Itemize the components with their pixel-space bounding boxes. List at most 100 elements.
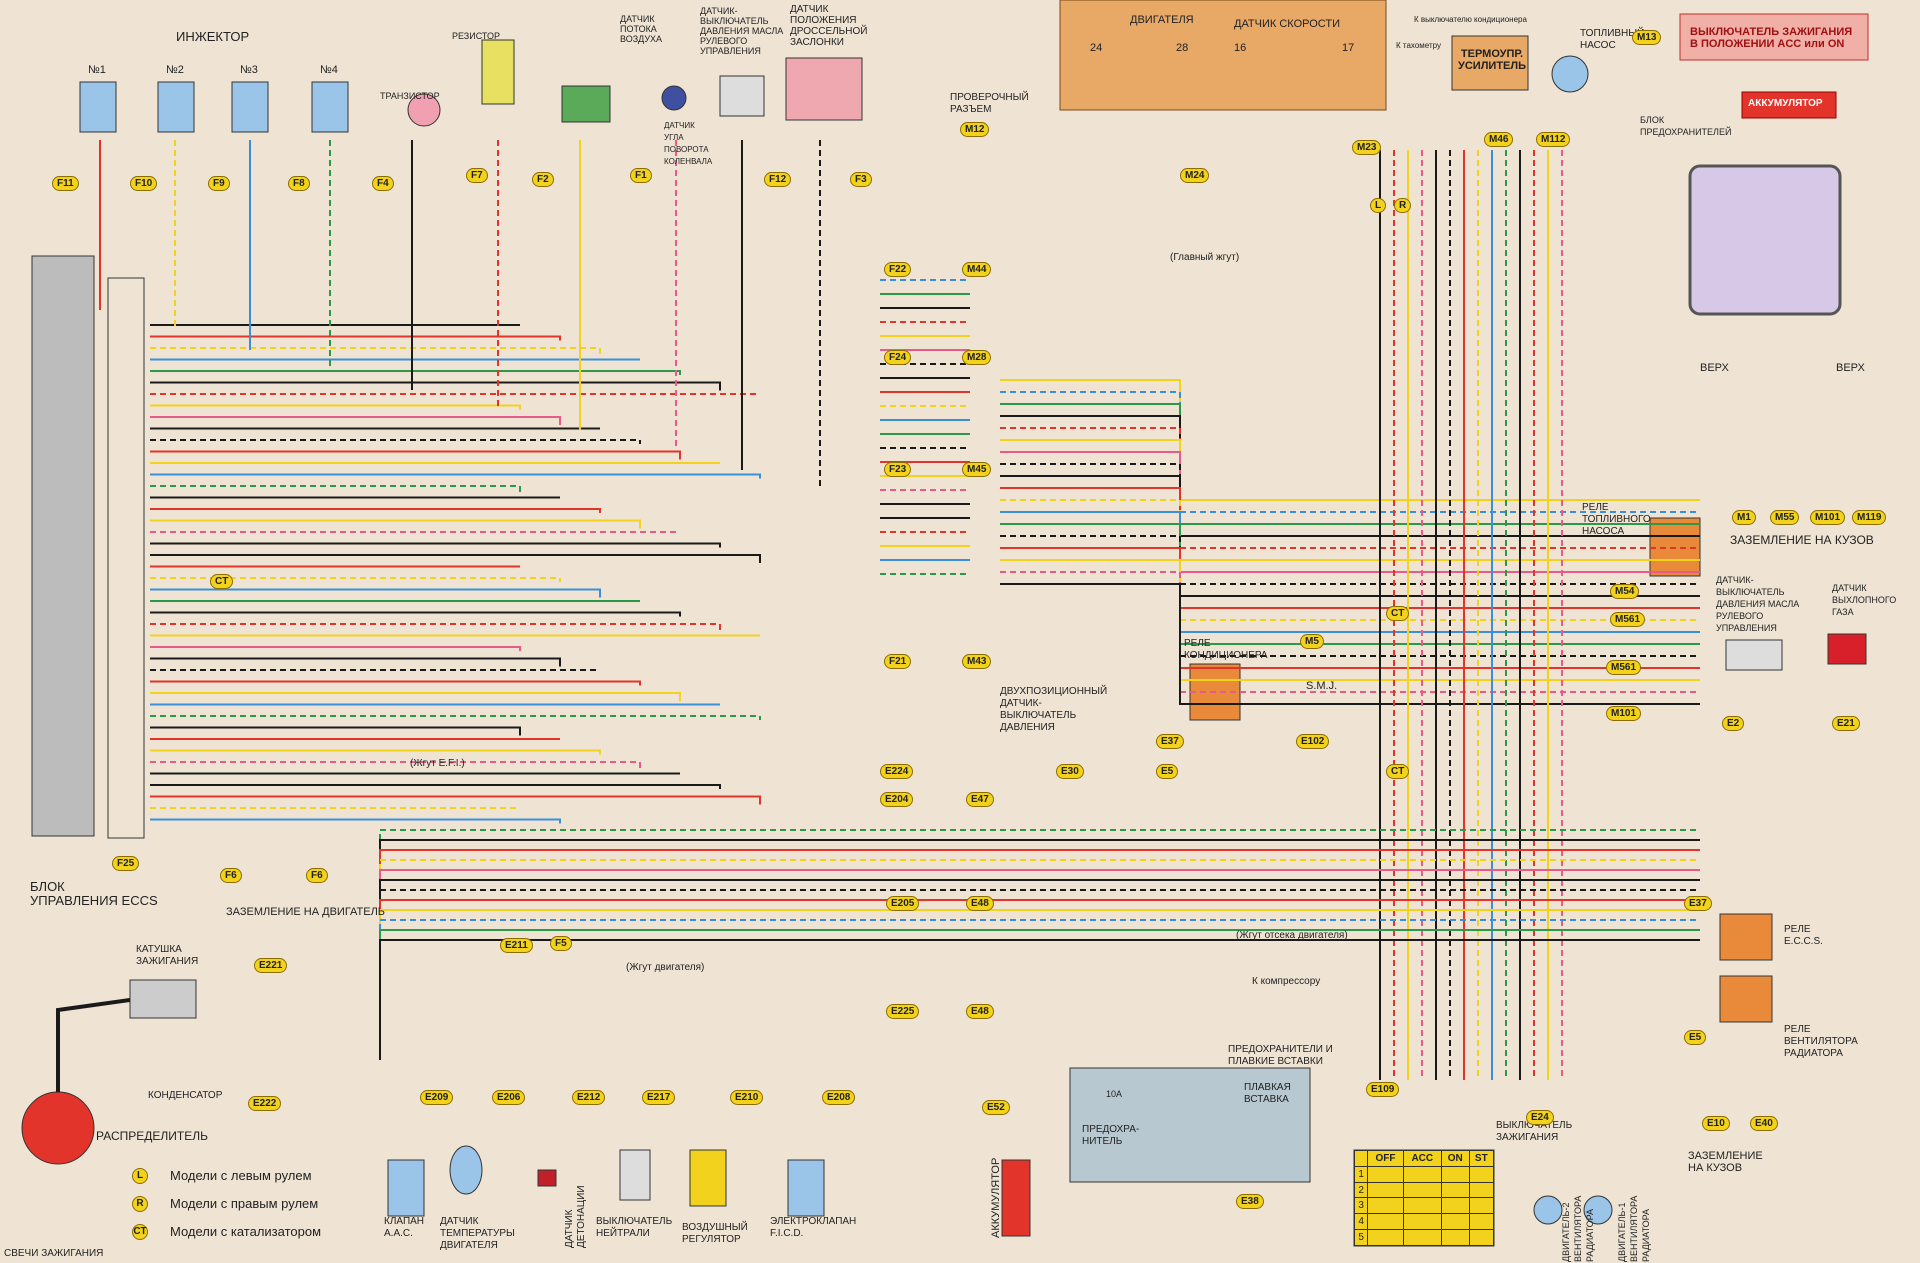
battery-top-label: АККУМУЛЯТОР	[1748, 98, 1823, 109]
wire-h-35	[150, 726, 521, 736]
wire-h-20	[150, 554, 761, 563]
aac-shape	[387, 1159, 425, 1217]
wire-h-5	[150, 381, 721, 391]
eccs-connector-right	[107, 277, 145, 839]
legend-r-text: Модели с правым рулем	[170, 1196, 319, 1211]
throttle-label: ДАТЧИК ПОЛОЖЕНИЯ ДРОССЕЛЬНОЙ ЗАСЛОНКИ	[790, 4, 868, 48]
wire-low-8	[379, 909, 1700, 1030]
wire-h-26	[150, 623, 721, 632]
throttle-shape	[785, 57, 863, 121]
injector-2-shape	[157, 81, 195, 133]
rpm-speed-box	[1059, 0, 1387, 111]
connector-tag-e38: E38	[1236, 1194, 1264, 1209]
connector-tag-f2: F2	[532, 172, 554, 187]
battery-bottom-shape	[1001, 1159, 1031, 1237]
connector-tag-f23: F23	[884, 462, 912, 477]
fan-relay-label: РЕЛЕ ВЕНТИЛЯТОРА РАДИАТОРА	[1784, 1024, 1858, 1059]
air-reg-label: ВОЗДУШНЫЙ РЕГУЛЯТОР	[682, 1222, 748, 1245]
connector-tag-e221: E221	[254, 958, 288, 973]
thermo-shape	[1451, 35, 1529, 91]
connector-tag-e102: E102	[1296, 734, 1330, 749]
connector-tag-f3: F3	[850, 172, 872, 187]
fan-relay-shape	[1719, 975, 1773, 1023]
airflow-shape	[561, 85, 611, 123]
pressure-switch-label: ДАТЧИК- ВЫКЛЮЧАТЕЛЬ ДАВЛЕНИЯ МАСЛА РУЛЕВ…	[700, 6, 784, 56]
eccs-connector-left	[31, 255, 95, 837]
temp-label: ДАТЧИК ТЕМПЕРАТУРЫ ДВИГАТЕЛЯ	[440, 1216, 515, 1251]
connector-tag-e21: E21	[1832, 716, 1860, 731]
coil-shape	[129, 979, 197, 1019]
injector-1-label: №1	[88, 64, 106, 76]
connector-tag-m46: M46	[1484, 132, 1514, 147]
fan-motor2-shape	[1533, 1195, 1563, 1225]
connector-tag-e37: E37	[1156, 734, 1184, 749]
wire-h-11	[150, 450, 681, 460]
connector-tag-e208: E208	[822, 1090, 856, 1105]
battery-bottom-label: АККУМУЛЯТОР	[990, 1157, 1002, 1238]
connector-tag-m13: M13	[1632, 30, 1662, 45]
rpm-n2: 28	[1176, 42, 1189, 54]
wire-low-11	[379, 939, 1700, 1060]
fan-motor1-shape	[1583, 1195, 1613, 1225]
connector-tag-f12: F12	[764, 172, 792, 187]
rpm-n1: 24	[1090, 42, 1103, 54]
wire-h-23	[150, 588, 601, 598]
injector-2-label: №2	[166, 64, 184, 76]
connector-tag-m23: M23	[1352, 140, 1382, 155]
eccs-block-label: БЛОК УПРАВЛЕНИЯ ECCS	[30, 879, 158, 908]
pressure-switch-shape	[719, 75, 765, 117]
to-compressor-label: К компрессору	[1252, 976, 1321, 987]
legend-ct-text: Модели с катализатором	[170, 1224, 322, 1239]
wire-bundle	[56, 140, 1700, 1092]
resistor-label: РЕЗИСТОР	[452, 31, 501, 41]
ign-switch-label: ВЫКЛЮЧАТЕЛЬ ЗАЖИГАНИЯ	[1496, 1120, 1573, 1143]
speed-label: ДАТЧИК СКОРОСТИ	[1234, 18, 1340, 30]
wire-h-1	[150, 335, 561, 341]
speed-n4: 17	[1342, 42, 1355, 54]
wire-right-17	[1000, 583, 1700, 705]
connector-tag-m1: M1	[1732, 510, 1756, 525]
spark-plugs-label: СВЕЧИ ЗАЖИГАНИЯ	[4, 1248, 104, 1259]
connector-tag-e224: E224	[880, 764, 914, 779]
connector-tag-m54: M54	[1610, 584, 1640, 599]
to-ac-switch-label: К выключателю кондиционера	[1414, 15, 1527, 24]
connector-tag-m5: M5	[1300, 634, 1324, 649]
check-conn-label: ПРОВЕРОЧНЫЙ РАЗЪЕМ	[950, 92, 1029, 115]
fuses-box-shape	[1069, 1067, 1311, 1183]
fan-motor2-label: ДВИГАТЕЛЬ-2 ВЕНТИЛЯТОРА РАДИАТОРА	[1561, 1195, 1595, 1262]
distributor-shape	[21, 1091, 95, 1165]
connector-tag-m28: M28	[962, 350, 992, 365]
neutral-label: ВЫКЛЮЧАТЕЛЬ НЕЙТРАЛИ	[596, 1216, 673, 1239]
connector-tag-e222: E222	[248, 1096, 282, 1111]
connector-tag-e24: E24	[1526, 1110, 1554, 1125]
ground-body-label: ЗАЗЕМЛЕНИЕ НА КУЗОВ	[1730, 533, 1874, 547]
wire-distributor	[56, 998, 131, 1092]
connector-tag-m112: M112	[1536, 132, 1571, 147]
connector-tag-f7: F7	[466, 168, 488, 183]
wire-h-34	[150, 715, 761, 720]
connector-tag-f22: F22	[884, 262, 912, 277]
wire-h-28	[150, 646, 521, 651]
to-tacho-label: К тахометру	[1396, 41, 1441, 50]
air-reg-shape	[689, 1149, 727, 1207]
connector-tag-e212: E212	[572, 1090, 606, 1105]
connector-tag-ct2: CT	[1386, 606, 1410, 621]
legend-l-text: Модели с левым рулем	[170, 1168, 312, 1183]
connector-tag-m12: M12	[960, 122, 990, 137]
neutral-shape	[619, 1149, 651, 1201]
exhaust-sensor-label: ДАТЧИК ВЫХЛОПНОГО ГАЗА	[1832, 583, 1897, 617]
wire-h-17	[150, 519, 641, 529]
connector-tag-f25: F25	[112, 856, 140, 871]
efi-harness-label: (Жгут E.F.I.)	[410, 758, 465, 769]
ground-body2-label: ЗАЗЕМЛЕНИЕ НА КУЗОВ	[1688, 1150, 1763, 1174]
aac-label: КЛАПАН A.A.C.	[384, 1216, 425, 1239]
wire-low-10	[379, 929, 1700, 1050]
fuel-pump-label: ТОПЛИВНЫЙ НАСОС	[1580, 28, 1645, 51]
dual-pressure-label: ДВУХПОЗИЦИОННЫЙ ДАТЧИК- ВЫКЛЮЧАТЕЛЬ ДАВЛ…	[1000, 686, 1108, 733]
wire-h-14	[150, 485, 521, 494]
resistor-shape	[481, 39, 515, 105]
wire-h-2	[150, 347, 601, 356]
connector-tag-f9: F9	[208, 176, 230, 191]
connector-tag-m561b: M561	[1606, 660, 1642, 675]
connector-tag-m44: M44	[962, 262, 992, 277]
